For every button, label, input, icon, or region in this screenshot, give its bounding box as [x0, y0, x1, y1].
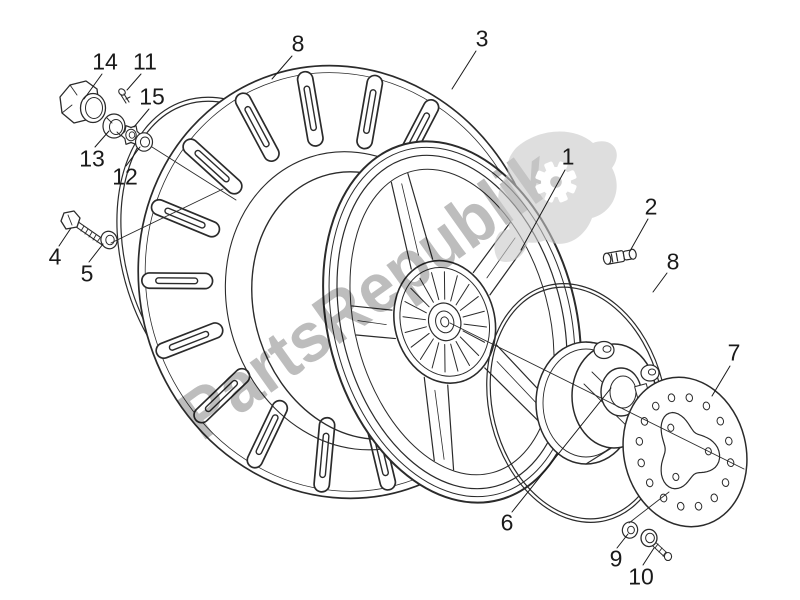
- washer-5: [100, 230, 118, 250]
- watermark-blob-2: [494, 229, 528, 262]
- pin-11: [118, 88, 131, 104]
- cap-nut-14: [59, 80, 107, 124]
- callout-15[interactable]: 15: [139, 83, 165, 110]
- tread-pattern: [140, 70, 440, 493]
- leader-lines: [58, 50, 731, 566]
- assembly-lines: [110, 146, 745, 524]
- callout-14[interactable]: 14: [92, 48, 118, 75]
- washer-9: [621, 521, 639, 539]
- callout-10[interactable]: 10: [628, 563, 654, 590]
- callout-2[interactable]: 2: [644, 193, 658, 220]
- callout-12[interactable]: 12: [112, 163, 138, 190]
- callout-4[interactable]: 4: [48, 243, 62, 270]
- callout-5[interactable]: 5: [80, 260, 94, 287]
- bolt-4: [60, 210, 108, 247]
- callout-9[interactable]: 9: [609, 545, 623, 572]
- washer-12: [134, 132, 154, 152]
- callout-8[interactable]: 8: [666, 248, 680, 275]
- callout-13[interactable]: 13: [79, 145, 105, 172]
- callout-3[interactable]: 3: [475, 25, 489, 52]
- callout-1[interactable]: 1: [561, 143, 575, 170]
- callout-6[interactable]: 6: [500, 509, 514, 536]
- callout-7[interactable]: 7: [727, 339, 741, 366]
- hub-detail: [393, 259, 497, 384]
- gear-icon: [535, 161, 577, 203]
- bolt-10: [640, 528, 673, 562]
- callout-8[interactable]: 8: [291, 30, 305, 57]
- brake-disc-7: [622, 376, 748, 528]
- callout-11[interactable]: 11: [133, 48, 157, 75]
- valve-2: [602, 248, 637, 265]
